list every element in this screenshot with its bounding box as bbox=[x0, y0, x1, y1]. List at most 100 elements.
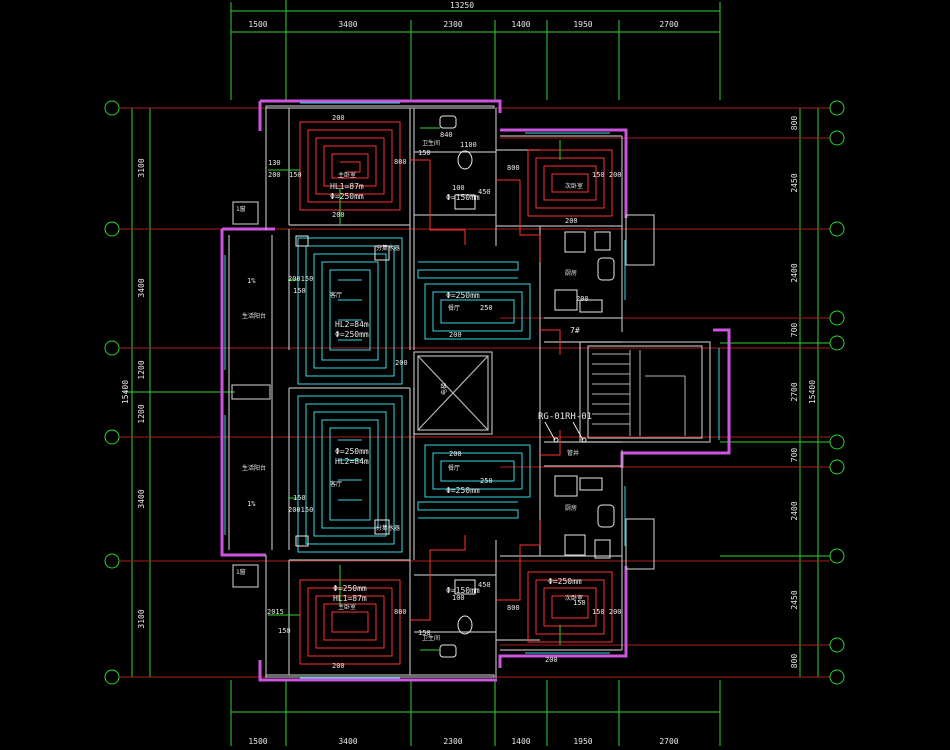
dim-left-6: 3100 bbox=[137, 609, 146, 628]
windows bbox=[224, 102, 720, 679]
dim-top-1: 1500 bbox=[248, 20, 267, 29]
living-room-coil-bottom bbox=[297, 395, 403, 553]
label-kitchen-bottom: 厨房 bbox=[565, 504, 577, 512]
supply-pipes bbox=[410, 159, 561, 621]
label-balcony-top: 生活阳台 bbox=[242, 312, 266, 320]
dim-800-c: 800 bbox=[507, 164, 520, 172]
label-living-dia: Φ=250mm bbox=[335, 330, 369, 339]
second-bedroom-coil-bottom bbox=[527, 571, 613, 643]
label-window-bottom: 1窗 bbox=[236, 568, 246, 576]
dim-bottom-3: 2300 bbox=[443, 737, 462, 746]
dim-right-8: 2450 bbox=[790, 590, 799, 609]
dim-bottom-2: 3400 bbox=[338, 737, 357, 746]
label-lower-living-hl: HL2=84m bbox=[335, 457, 369, 466]
dim-200150-a: 200150 bbox=[288, 275, 313, 283]
dim-200-j: 200 bbox=[268, 171, 281, 179]
label-top-dia: Φ=250mm bbox=[330, 192, 364, 201]
label-toilet-top: 卫生间 bbox=[422, 139, 440, 147]
label-manifold-top: 分集水器 bbox=[376, 244, 400, 252]
dim-200-c: 200 bbox=[332, 662, 345, 670]
dim-250-a: 250 bbox=[480, 304, 493, 312]
dim-100-b: 100 bbox=[452, 594, 465, 602]
label-living-top: 客厅 bbox=[330, 291, 342, 299]
dim-left-total: 15400 bbox=[121, 380, 130, 404]
dim-200150-b: 200150 bbox=[288, 506, 313, 514]
sanitary-fixtures bbox=[295, 115, 615, 658]
label-riser-2: RH-01 bbox=[565, 412, 592, 422]
label-dining-top: 餐厅 bbox=[448, 304, 460, 312]
dim-150-c: 150 bbox=[293, 494, 306, 502]
label-toilet-bottom: 卫生间 bbox=[422, 634, 440, 642]
label-top-hl: HL1=87m bbox=[330, 182, 364, 191]
label-master-bottom: 主卧室 bbox=[338, 603, 356, 611]
label-bottom-dia: Φ=250mm bbox=[333, 584, 367, 593]
dim-left-2: 3400 bbox=[137, 278, 146, 297]
label-dining-dia: Φ=250mm bbox=[446, 291, 480, 300]
label-stair-no: 7# bbox=[570, 326, 580, 335]
stairwell bbox=[592, 350, 686, 436]
label-master-top: 主卧室 bbox=[338, 171, 356, 179]
label-balcony-bottom: 生活阳台 bbox=[242, 464, 266, 472]
label-kitchen-top: 厨房 bbox=[565, 269, 577, 277]
label-right-bottom-dia: Φ=150mm bbox=[446, 586, 480, 595]
dim-left-1: 3100 bbox=[137, 158, 146, 177]
dim-right-1: 800 bbox=[790, 116, 799, 131]
dim-top-4: 1400 bbox=[511, 20, 530, 29]
dim-150-g: 150 bbox=[573, 599, 586, 607]
dim-200-g: 200 bbox=[545, 656, 558, 664]
label-living-hl: HL2=84m bbox=[335, 320, 369, 329]
label-dining-bottom: 餐厅 bbox=[448, 464, 460, 472]
label-living-bottom: 客厅 bbox=[330, 480, 342, 488]
dim-800-d: 800 bbox=[507, 604, 520, 612]
label-manifold-bottom: 分集水器 bbox=[376, 524, 400, 532]
dim-right-7: 2400 bbox=[790, 501, 799, 520]
label-shaft: 管井 bbox=[567, 449, 579, 457]
label-bottom-hl: HL1=87m bbox=[333, 594, 367, 603]
dim-150-e: 150 bbox=[418, 149, 431, 157]
label-room-right-bottom: Φ=250mm bbox=[548, 577, 582, 586]
dining-room-coil-top bbox=[417, 261, 531, 340]
dim-bottom-6: 2700 bbox=[659, 737, 678, 746]
dim-2015: 2015 bbox=[267, 608, 284, 616]
dim-top-2: 3400 bbox=[338, 20, 357, 29]
dim-right-3: 2400 bbox=[790, 263, 799, 282]
bedroom-heating-coil-top bbox=[299, 121, 401, 211]
dim-150-f: 150 bbox=[418, 629, 431, 637]
label-right-top-dia: Φ=150mm bbox=[446, 193, 480, 202]
label-elevator: 电梯 bbox=[440, 383, 448, 395]
dimension-labels: 13250 1500 3400 2300 1400 1950 2700 1500… bbox=[121, 1, 817, 746]
dim-left-5: 3400 bbox=[137, 489, 146, 508]
dim-bottom-1: 1500 bbox=[248, 737, 267, 746]
dim-left-3: 1200 bbox=[137, 360, 146, 379]
dim-130: 130 bbox=[268, 159, 281, 167]
dim-right-2: 2450 bbox=[790, 173, 799, 192]
dim-840: 840 bbox=[440, 131, 453, 139]
dim-800-a: 800 bbox=[394, 158, 407, 166]
dim-200-d: 200 bbox=[449, 331, 462, 339]
dim-bottom-4: 1400 bbox=[511, 737, 530, 746]
dim-800-b: 800 bbox=[394, 608, 407, 616]
dim-right-6: 700 bbox=[790, 448, 799, 463]
dim-450-b: 450 bbox=[478, 581, 491, 589]
dim-top-3: 2300 bbox=[443, 20, 462, 29]
axis-bubbles bbox=[104, 100, 845, 685]
dim-1100: 1100 bbox=[460, 141, 477, 149]
dim-450-a: 450 bbox=[478, 188, 491, 196]
dim-right-9: 800 bbox=[790, 654, 799, 669]
dim-150-b: 150 bbox=[293, 287, 306, 295]
dim-150-d: 150 bbox=[278, 627, 291, 635]
second-bedroom-coil-top bbox=[527, 149, 613, 217]
label-slope-bottom: 1% bbox=[247, 500, 256, 508]
label-slope-top: 1% bbox=[247, 277, 256, 285]
dim-top-6: 2700 bbox=[659, 20, 678, 29]
dim-200-a: 200 bbox=[332, 114, 345, 122]
label-window-top: 1窗 bbox=[236, 205, 246, 213]
dim-150-a: 150 bbox=[289, 171, 302, 179]
dim-200-h: 200 bbox=[576, 295, 589, 303]
label-lower-living-dia: Φ=250mm bbox=[335, 447, 369, 456]
riser-markers bbox=[544, 421, 587, 443]
label-second-top: 次卧室 bbox=[565, 182, 583, 190]
dim-bottom-5: 1950 bbox=[573, 737, 592, 746]
